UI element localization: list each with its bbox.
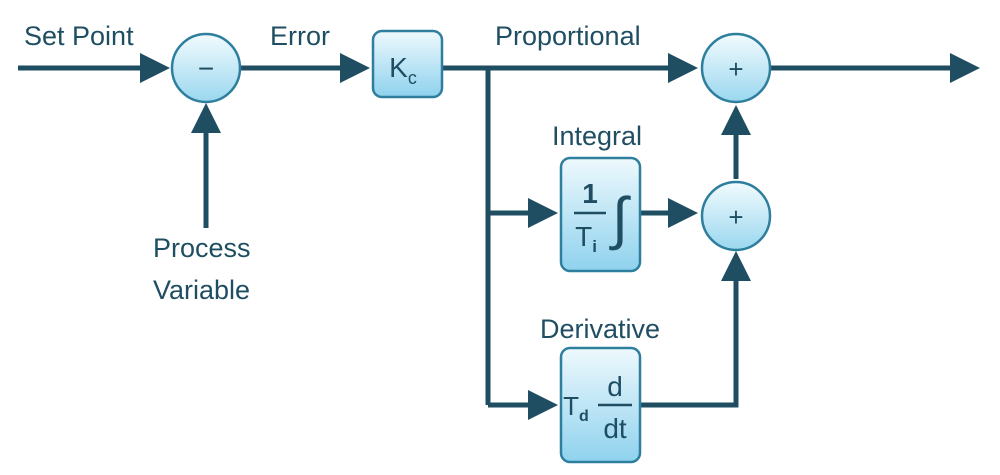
derivative-output-arrow [641, 251, 751, 408]
derivative-gain: Td [563, 391, 589, 425]
sum-node-middle: + [700, 180, 772, 252]
derivative-numerator: d [607, 371, 623, 402]
variable-label: Variable [153, 275, 250, 305]
integral-numerator: 1 [582, 178, 598, 209]
integral-sign: ∫ [609, 186, 631, 251]
derivative-block: Td d dt [559, 346, 642, 464]
set-point-label: Set Point [24, 21, 134, 51]
process-label: Process [153, 233, 251, 263]
add-sign-middle: + [728, 202, 743, 232]
subtract-node: − [170, 32, 242, 104]
integral-denominator: Ti [575, 221, 597, 256]
derivative-denominator: dt [603, 413, 627, 444]
gain-block: Kc [371, 29, 444, 99]
gain-symbol: Kc [389, 52, 417, 88]
subtract-sign: − [198, 53, 214, 84]
error-label: Error [270, 21, 330, 51]
derivative-label: Derivative [540, 314, 660, 344]
integral-block: 1 Ti ∫ [559, 156, 642, 273]
signal-wires [18, 53, 980, 420]
proportional-label: Proportional [495, 21, 641, 51]
sum-node-top: + [700, 32, 772, 104]
integral-label: Integral [552, 121, 642, 151]
add-sign-top: + [728, 54, 743, 84]
